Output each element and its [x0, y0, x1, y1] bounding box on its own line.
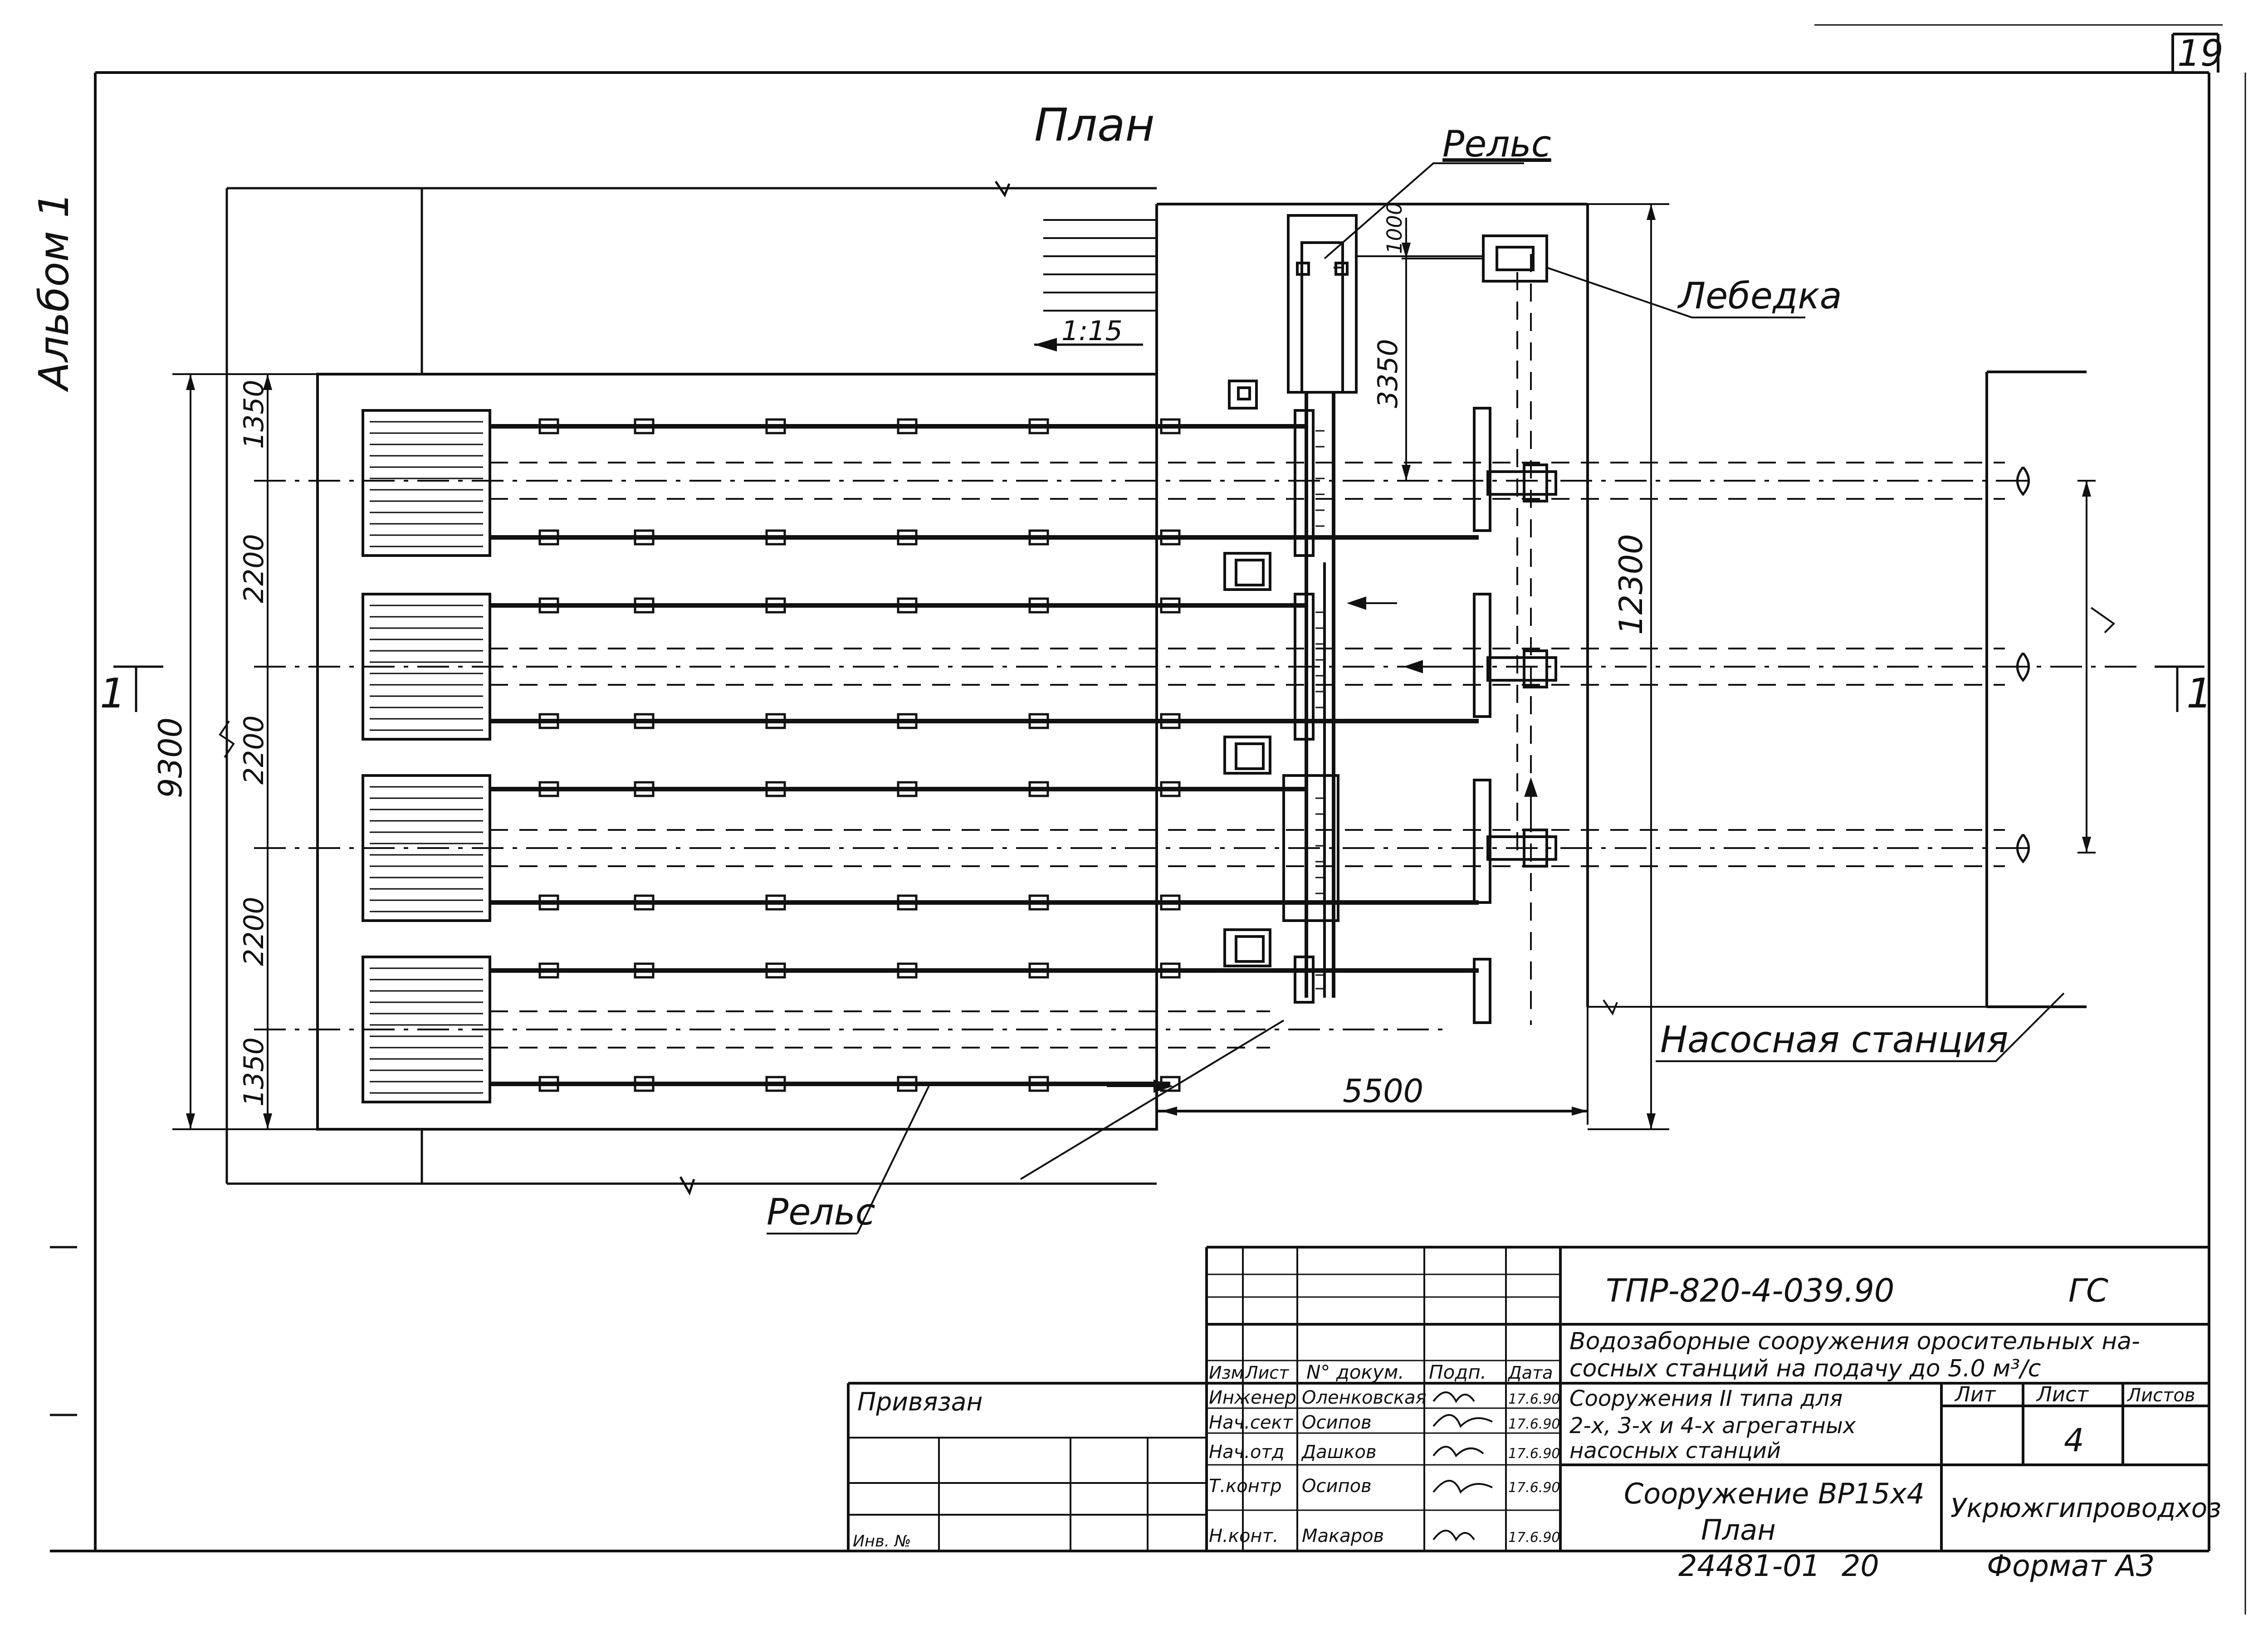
- rails: [490, 424, 1479, 1086]
- drawing-name-line-1: Сооружение ВР15х4: [1624, 1477, 1925, 1510]
- project-name-line-1: Водозаборные сооружения оросительных на-: [1569, 1328, 2140, 1355]
- svg-text:Т.контр: Т.контр: [1209, 1476, 1282, 1497]
- doc-code: ТПР-820-4-039.90: [1606, 1272, 1894, 1309]
- center-lines: [254, 480, 2141, 1030]
- flow-arrows: [1107, 596, 1538, 1093]
- hdr-list: Лист: [1244, 1363, 1290, 1383]
- svg-text:Нач.отд: Нач.отд: [1209, 1442, 1284, 1463]
- section-marker-right: 1: [2155, 665, 2212, 717]
- dimension-lines: [172, 203, 2096, 1130]
- svg-text:17.6.90: 17.6.90: [1508, 1480, 1560, 1496]
- hidden-lines: [490, 254, 2005, 1049]
- sheet-name-line-3: насосных станций: [1569, 1438, 1781, 1463]
- hdr-date: Дата: [1507, 1363, 1553, 1383]
- dim-width-5500: 5500: [1343, 1073, 1423, 1110]
- album-label: Альбом 1: [30, 192, 78, 392]
- svg-text:17.6.90: 17.6.90: [1508, 1530, 1560, 1546]
- svg-text:1: 1: [2186, 670, 2212, 717]
- svg-text:Оленковская: Оленковская: [1302, 1387, 1427, 1408]
- label-rail-bottom: Рельс: [767, 1191, 875, 1233]
- dim-seg-1350-top: 1350: [238, 380, 270, 449]
- section-marker-left: 1: [100, 665, 163, 717]
- svg-text:Осипов: Осипов: [1302, 1412, 1372, 1433]
- bound-label: Привязан: [857, 1387, 982, 1416]
- svg-text:Н.конт.: Н.конт.: [1209, 1526, 1279, 1546]
- dim-seg-2200-c: 2200: [238, 897, 270, 966]
- project-name-line-2: сосных станций на подачу до 5.0 м³/с: [1569, 1355, 2041, 1382]
- dim-overall-height: 9300: [152, 717, 189, 798]
- svg-text:1: 1: [100, 670, 126, 717]
- signatures: [1432, 1391, 1493, 1541]
- col-lit: Лит: [1954, 1382, 1996, 1406]
- dim-seg-2200-b: 2200: [238, 715, 270, 785]
- page-title: План: [1034, 98, 1155, 151]
- format-label: Формат А3: [1987, 1549, 2155, 1583]
- stage-code: ГС: [2068, 1272, 2108, 1309]
- rail-clamps: [538, 418, 1181, 1092]
- gate-teeth: [1315, 430, 1325, 990]
- dim-station-height: 12300: [1613, 534, 1650, 635]
- site-outline: [225, 180, 1157, 1196]
- svg-text:1:15: 1:15: [1061, 315, 1123, 347]
- label-winch: Лебедка: [1677, 275, 1842, 317]
- svg-text:Инженер: Инженер: [1209, 1387, 1296, 1408]
- svg-text:Нач.сект: Нач.сект: [1209, 1412, 1294, 1433]
- label-rail-top: Рельс: [1442, 123, 1551, 165]
- staff-rows: Инженер Оленковская 17.6.90 Нач.сект Оси…: [1209, 1387, 1560, 1546]
- inv-label: Инв. №: [853, 1532, 911, 1551]
- drawing-name-line-2: План: [1701, 1513, 1776, 1546]
- hdr-izm: Изм: [1209, 1363, 1244, 1383]
- svg-text:Дашков: Дашков: [1301, 1442, 1377, 1463]
- hdr-doc: N° докум.: [1306, 1361, 1404, 1383]
- svg-text:Макаров: Макаров: [1302, 1526, 1384, 1546]
- archive-sheet: 20: [1842, 1549, 1879, 1583]
- svg-text:17.6.90: 17.6.90: [1508, 1416, 1560, 1432]
- hdr-sign: Подп.: [1429, 1361, 1486, 1383]
- sheet-no: 4: [2064, 1422, 2084, 1459]
- sheet-name-line-1: Сооружения II типа для: [1569, 1386, 1843, 1411]
- trash-racks: [362, 409, 491, 1103]
- leader-lines: [767, 162, 2065, 1234]
- label-pump-station: Насосная станция: [1660, 1019, 2008, 1061]
- dimension-arrows: [186, 204, 2091, 1129]
- pump-station-outline: [1588, 371, 2116, 1016]
- sheet-name-line-2: 2-х, 3-х и 4-х агрегатных: [1569, 1413, 1856, 1439]
- slope-arrow: 1:15: [1034, 315, 1143, 351]
- page-number: 19: [2177, 32, 2224, 74]
- title-block: [847, 1246, 2209, 1551]
- dim-seg-1350-bottom: 1350: [238, 1037, 270, 1107]
- dim-1000: 1000: [1383, 202, 1407, 254]
- pipe-ends: [2016, 466, 2030, 863]
- svg-text:Осипов: Осипов: [1302, 1476, 1372, 1497]
- sheet-frame: [50, 24, 2246, 1614]
- organization: Укрюжгипроводхоз: [1950, 1493, 2221, 1523]
- dim-seg-2200-a: 2200: [238, 534, 270, 603]
- svg-text:17.6.90: 17.6.90: [1508, 1446, 1560, 1462]
- col-sheet: Лист: [2036, 1382, 2089, 1406]
- col-sheets: Листов: [2126, 1385, 2195, 1406]
- svg-text:17.6.90: 17.6.90: [1508, 1391, 1560, 1407]
- inlet-channel: [316, 373, 1158, 1131]
- archive-number: 24481-01: [1678, 1549, 1820, 1583]
- dim-3350: 3350: [1372, 339, 1404, 408]
